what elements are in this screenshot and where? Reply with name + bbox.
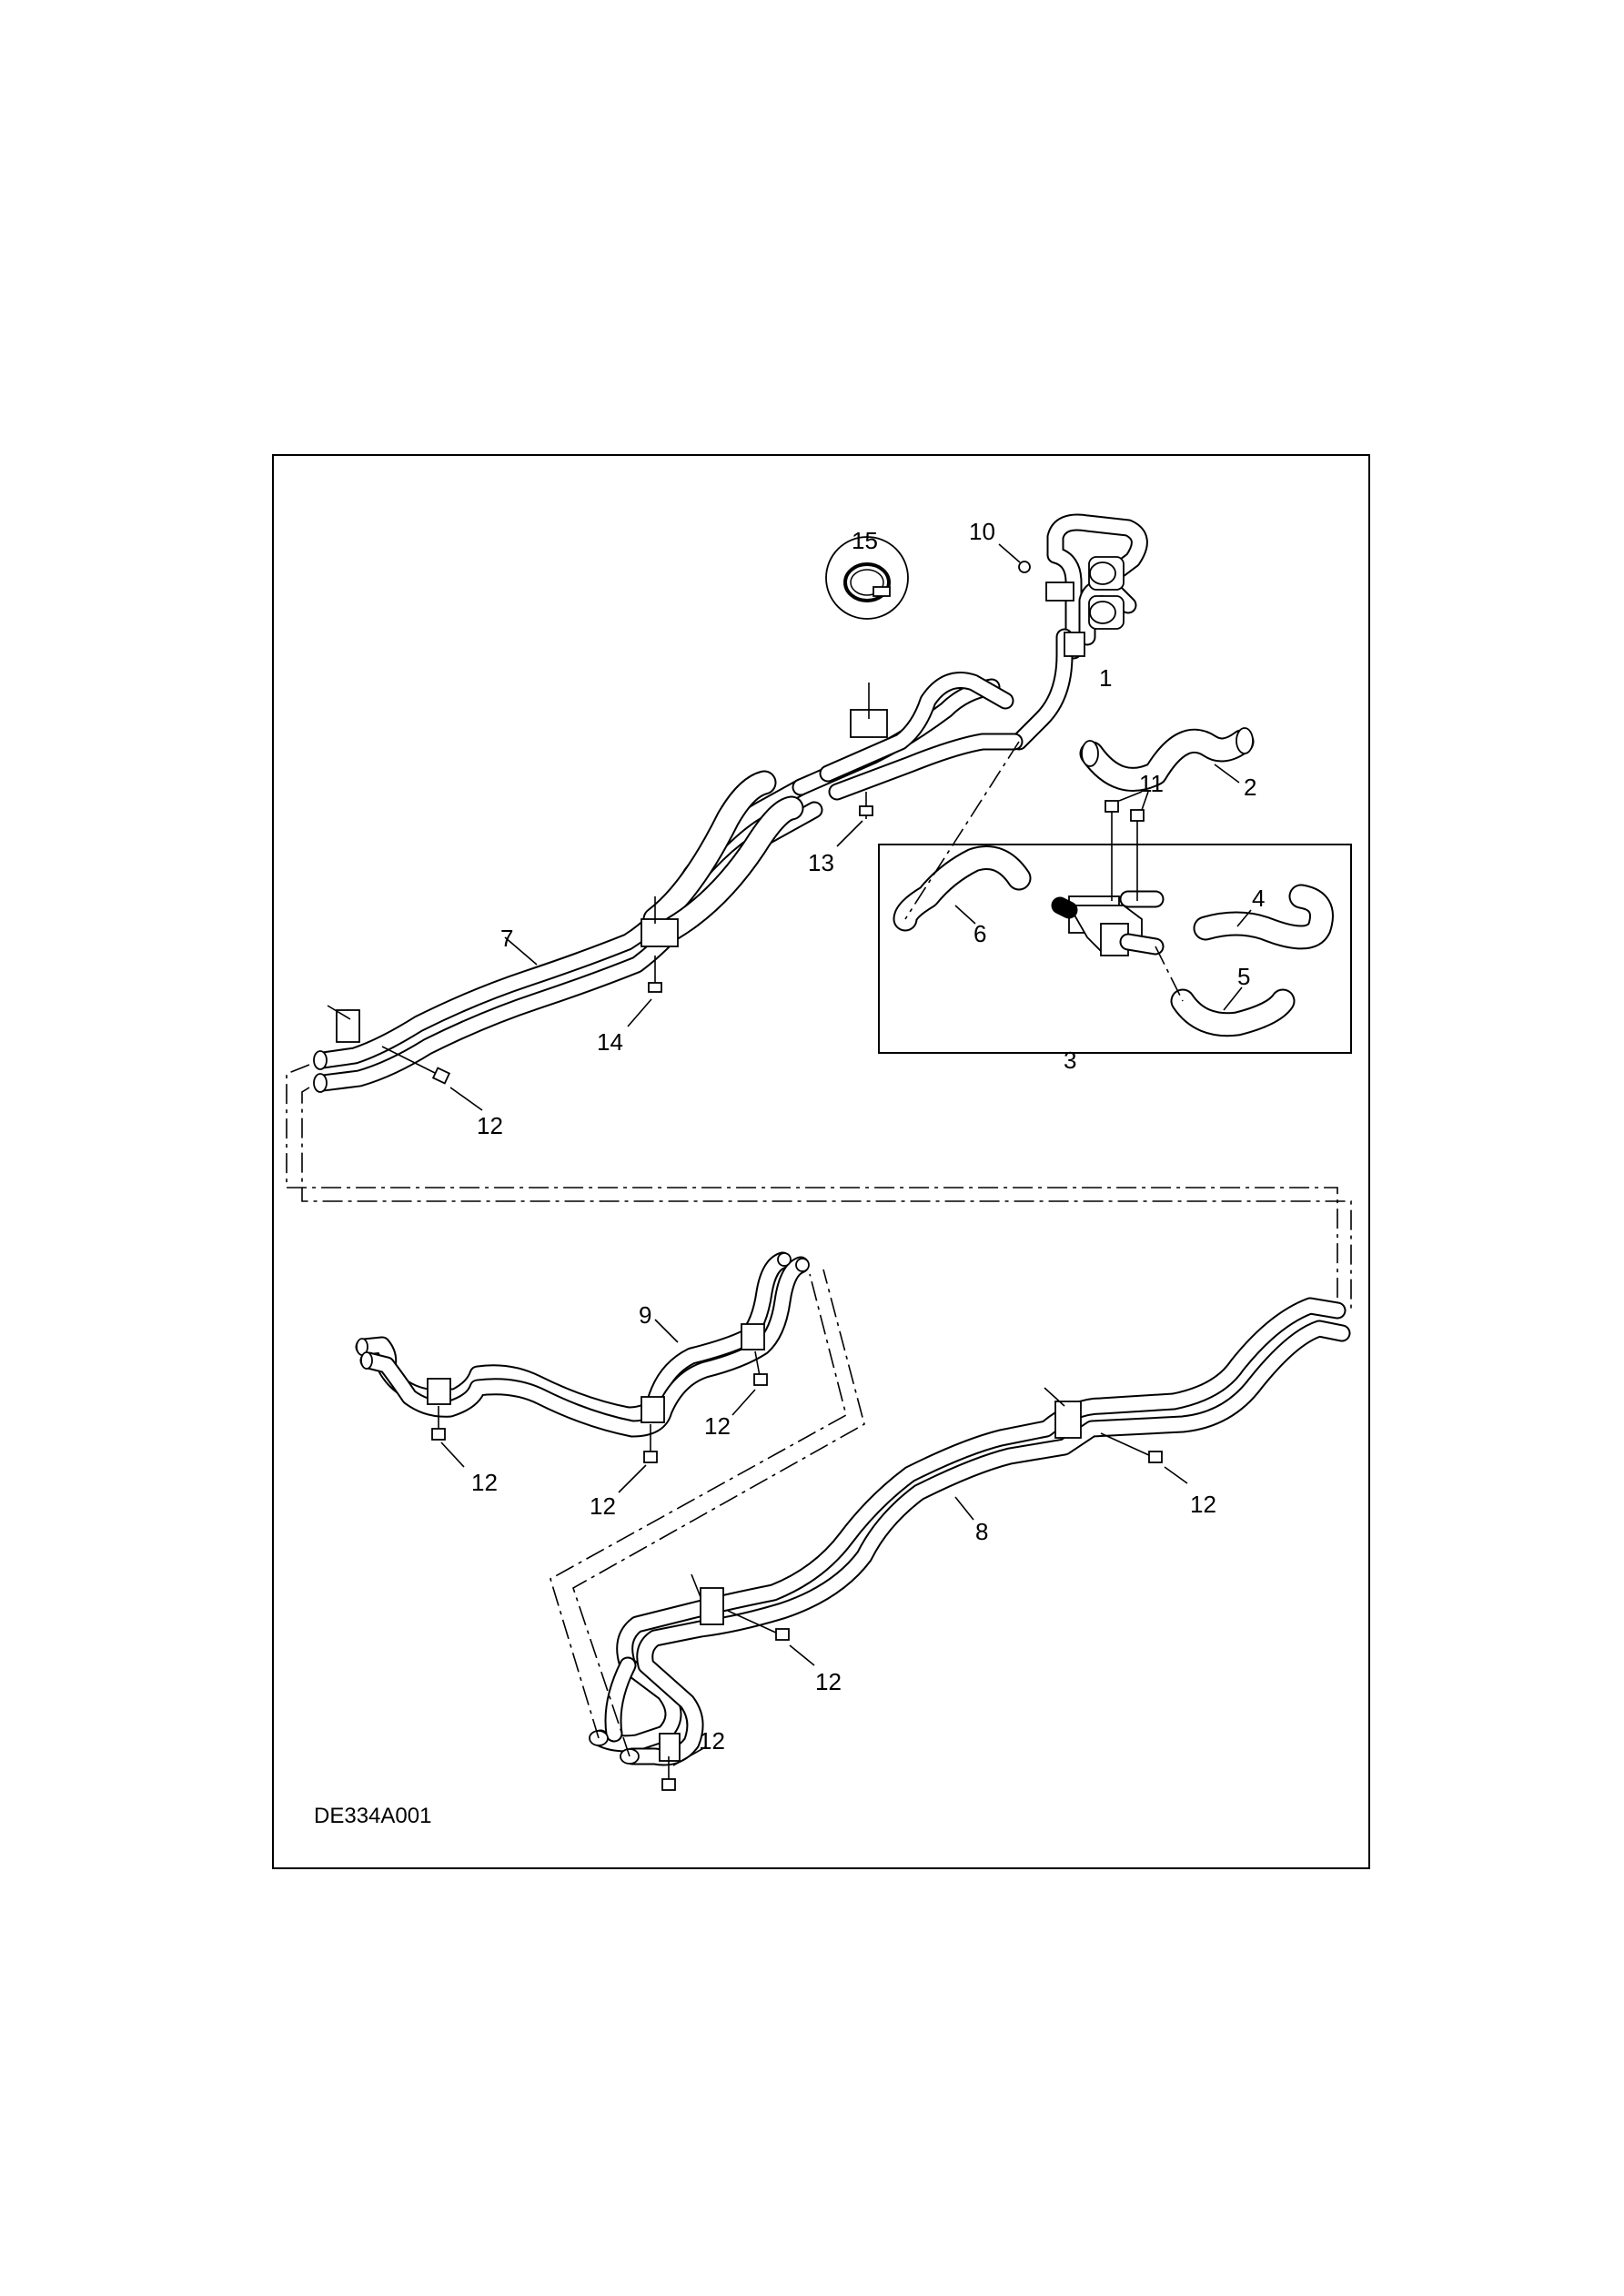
bolt-icon [648,982,662,993]
callout-12-front: 12 [477,1112,503,1139]
mounting-bracket-icon [659,1733,681,1762]
hose-end-icon [1089,601,1116,624]
mounting-bracket-icon [741,1323,765,1350]
bolt-12-heater-b [618,1424,658,1493]
bolt-icon [643,1451,658,1463]
mounting-bracket-icon [1064,632,1085,657]
bolt-icon [753,1373,768,1386]
callout-11: 11 [1139,770,1164,797]
hose-2 [1079,727,1255,792]
phantom-link-8-to-9-b [572,1269,865,1757]
valve-subassembly-3 [893,741,1334,1037]
callout-15: 15 [852,527,878,554]
hose-clamp-icon [1236,727,1254,754]
pipe-end-icon [777,1252,792,1267]
bolt-icon [431,1067,451,1085]
callout-13: 13 [808,849,834,876]
phantom-link-7-to-8 [286,1064,1338,1315]
phantom-link-8-to-9 [550,1273,847,1739]
bolt-13 [836,792,873,847]
mounting-bracket-icon [641,1396,665,1423]
phantom-link-7-to-8-b [301,1087,1352,1310]
figure-code: DE334A001 [314,1804,431,1828]
mounting-bracket-icon [427,1378,451,1405]
callout-7: 7 [500,925,513,952]
bolt-12-heater-a [431,1406,465,1468]
mounting-bracket-icon [850,709,888,738]
valve-subassembly-box [878,844,1352,1054]
pipe-end-icon [360,1351,373,1370]
mounting-bracket-icon [1054,1401,1082,1439]
callout-3: 3 [1064,1047,1076,1074]
bolt-icon [775,1628,790,1641]
callout-12-heater-b: 12 [590,1492,616,1520]
callout-1: 1 [1099,664,1112,692]
callout-10: 10 [969,518,995,545]
bolt-icon [431,1428,446,1441]
pipe-end-icon [795,1258,810,1272]
pipe-end-icon [313,1050,328,1070]
callout-6: 6 [973,920,986,947]
pipe-assembly-8 [589,1297,1351,1766]
nut-10 [998,543,1031,573]
callout-9: 9 [639,1301,651,1329]
hose-clamp-15 [825,536,909,620]
diagram-frame [272,454,1370,1869]
callout-14: 14 [597,1028,623,1056]
bolt-12-rear-c [661,1746,706,1791]
callout-12-rear-a: 12 [1190,1491,1216,1518]
bolt-icon [1130,809,1145,822]
pipe-assembly-9 [355,1251,810,1438]
hose-end-icon [1089,561,1116,585]
callout-2: 2 [1244,774,1256,801]
callout-12-heater-c: 12 [704,1412,731,1440]
mounting-bracket-icon [641,918,679,947]
callout-12-rear-c: 12 [699,1727,725,1755]
mounting-bracket-icon [700,1587,724,1625]
mounting-bracket-icon [336,1009,360,1043]
hose-clamp-icon [1081,740,1099,767]
bolt-icon [1148,1451,1163,1463]
nut-icon [1018,561,1031,573]
callout-8: 8 [975,1518,988,1545]
callout-12-heater-a: 12 [471,1469,498,1496]
bolt-14 [627,956,662,1027]
bolt-12-rear-a [1100,1432,1188,1484]
mounting-bracket-icon [1045,582,1074,602]
bolt-icon [859,805,873,816]
callout-5: 5 [1237,963,1250,990]
hose-clamp-icon [873,586,891,597]
bolt-icon [1105,800,1119,813]
pipe-end-icon [313,1073,328,1093]
bolt-icon [661,1778,676,1791]
pipe-assembly-1 [1010,513,1148,751]
bolt-12-rear-b [727,1610,815,1666]
bolt-12-heater-c [731,1350,768,1416]
bolt-12-front [381,1046,483,1111]
pipe-assembly-7 [313,672,1024,1093]
callout-4: 4 [1252,885,1265,912]
callout-12-rear-b: 12 [815,1668,842,1695]
